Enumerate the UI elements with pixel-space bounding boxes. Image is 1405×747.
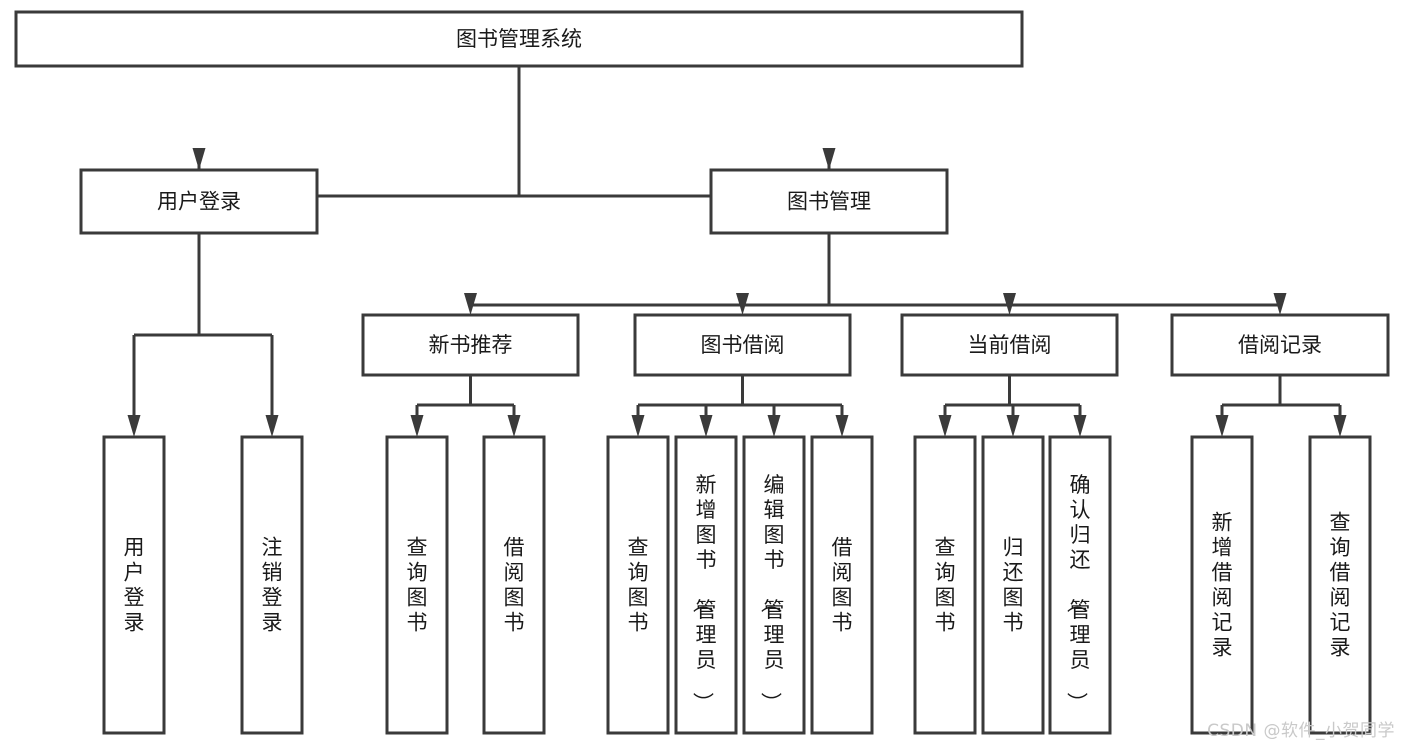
node-box [606,435,670,735]
node-leaf-query-book-2[interactable]: 查询图书 [606,435,670,735]
node-book-manage[interactable]: 图书管理 [709,168,949,235]
node-root[interactable]: 图书管理系统 [14,10,1024,68]
arrow-head-icon [835,415,849,437]
node-label: 用户登录 [157,190,241,214]
node-box [361,313,580,377]
node-label: 借阅记录 [1238,333,1322,357]
arrow-head-icon [822,148,836,170]
arrow-head-icon [1006,415,1020,437]
node-label: 图书管理系统 [456,27,582,51]
arrow-head-icon [631,415,645,437]
arrow-head-icon [699,415,713,437]
node-label: 图书管理 [787,190,871,214]
node-box [1170,313,1390,377]
node-label: 注销登录 [262,536,283,635]
arrow-head-icon [192,148,206,170]
node-box [913,435,977,735]
node-leaf-query-book-1[interactable]: 查询图书 [385,435,449,735]
arrow-head-icon [507,415,521,437]
node-leaf-return-book[interactable]: 归还图书 [981,435,1045,735]
node-box [709,168,949,235]
node-leaf-user-login[interactable]: 用户登录 [102,435,166,735]
node-label: 查询图书 [407,536,428,635]
node-label: 图书借阅 [701,333,785,357]
node-label: 当前借阅 [968,333,1052,357]
node-box [633,313,852,377]
arrow-head-icon [1003,293,1016,315]
node-label: 归还图书 [1003,536,1024,635]
node-box [385,435,449,735]
node-leaf-add-book[interactable]: 新增图书（管理员） [674,435,738,735]
node-box [742,435,806,735]
connector-layer [127,66,1347,437]
node-label: 用户登录 [124,536,145,635]
arrow-head-icon [1333,415,1347,437]
arrow-head-icon [736,293,749,315]
node-label: 借阅图书 [832,536,853,635]
node-box [1308,435,1372,735]
arrow-head-icon [767,415,781,437]
node-user-login[interactable]: 用户登录 [79,168,319,235]
node-box [981,435,1045,735]
node-label: 查询借阅记录 [1330,511,1351,660]
node-label: 查询图书 [935,536,956,635]
node-box [674,435,738,735]
node-label: 借阅图书 [504,536,525,635]
node-leaf-query-book-3[interactable]: 查询图书 [913,435,977,735]
node-box [14,10,1024,68]
arrow-head-icon [265,415,279,437]
node-leaf-user-logout[interactable]: 注销登录 [240,435,304,735]
arrow-head-icon [464,293,477,315]
node-current-borrow[interactable]: 当前借阅 [900,313,1119,377]
node-leaf-confirm-return[interactable]: 确认归还（管理员） [1048,435,1112,735]
node-box [1190,435,1254,735]
node-new-book-rec[interactable]: 新书推荐 [361,313,580,377]
node-box [810,435,874,735]
arrow-head-icon [1215,415,1229,437]
node-borrow-record[interactable]: 借阅记录 [1170,313,1390,377]
node-label: 编辑图书（管理员） [759,473,785,713]
node-box [79,168,319,235]
watermark-label: CSDN @软件_小贺同学 [1207,721,1395,741]
node-box [900,313,1119,377]
node-label: 新增图书（管理员） [691,473,717,713]
node-leaf-query-record[interactable]: 查询借阅记录 [1308,435,1372,735]
arrow-head-icon [127,415,141,437]
node-leaf-add-record[interactable]: 新增借阅记录 [1190,435,1254,735]
node-box [482,435,546,735]
node-leaf-borrow-book-1[interactable]: 借阅图书 [482,435,546,735]
node-box [240,435,304,735]
node-box [1048,435,1112,735]
arrow-head-icon [410,415,424,437]
node-leaf-edit-book[interactable]: 编辑图书（管理员） [742,435,806,735]
node-box [102,435,166,735]
node-book-borrow[interactable]: 图书借阅 [633,313,852,377]
node-label: 新增借阅记录 [1212,511,1233,660]
node-label: 确认归还（管理员） [1065,473,1091,713]
node-leaf-borrow-book-2[interactable]: 借阅图书 [810,435,874,735]
arrow-head-icon [938,415,952,437]
node-label: 新书推荐 [429,333,513,357]
arrow-head-icon [1073,415,1087,437]
node-layer: 图书管理系统用户登录图书管理新书推荐图书借阅当前借阅借阅记录用户登录注销登录查询… [14,10,1390,735]
node-label: 查询图书 [628,536,649,635]
arrow-head-icon [1273,293,1287,315]
